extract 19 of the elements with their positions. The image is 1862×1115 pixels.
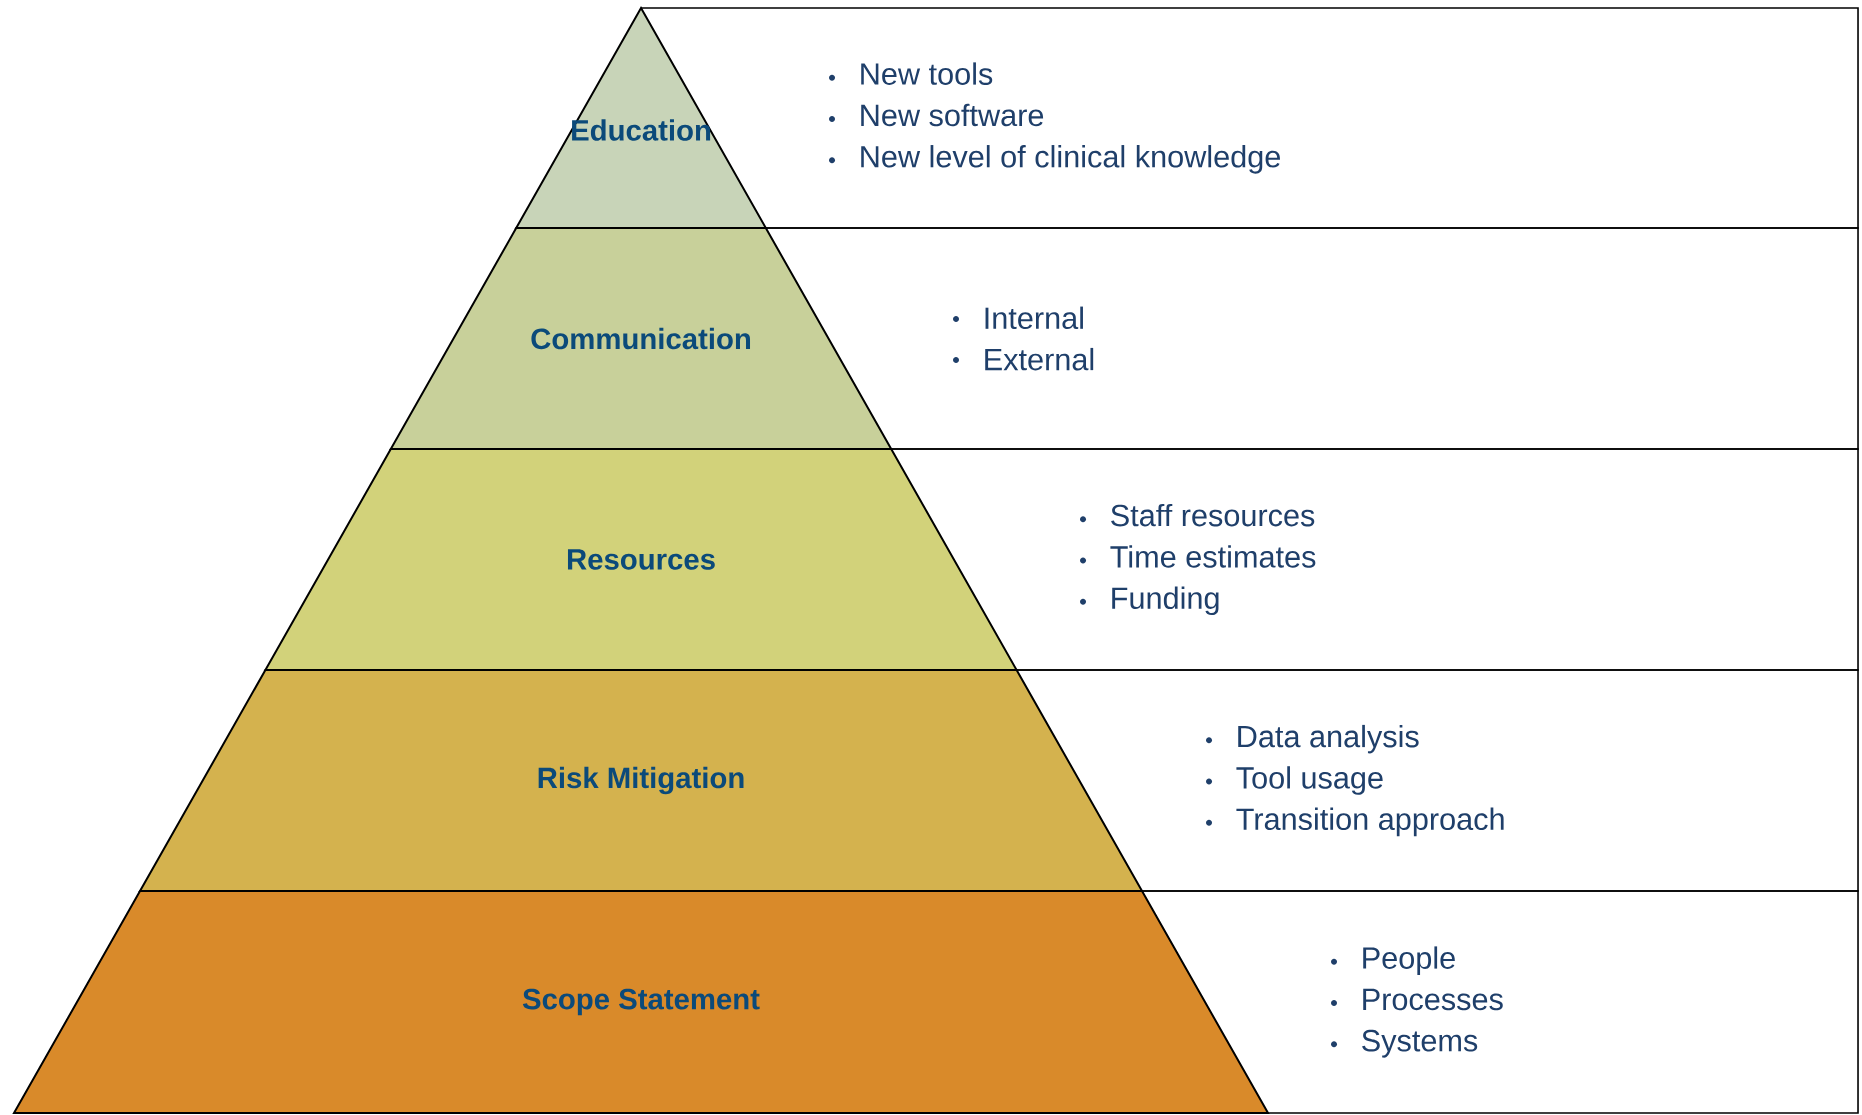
bullet-list-row: People Processes Systems (1141, 890, 1859, 1114)
node-label: Staff resources (1111, 503, 1315, 527)
node-label: People (1363, 946, 1455, 975)
node-label: Processes (1363, 988, 1503, 1011)
node-label: Funding (1112, 586, 1219, 616)
node-label: New level of clinical knowledge (861, 145, 1280, 174)
node-label: External (985, 347, 1094, 371)
bullet-list-row: Staff resources Time estimates Funding (890, 448, 1859, 671)
node-label: Internal (985, 306, 1083, 330)
bullet-list-row: Internal External (765, 227, 1859, 450)
pyramid-layer: Communication (389, 227, 893, 450)
node-label: Data analysis (1238, 724, 1419, 754)
node-label: New software (861, 103, 1044, 127)
node-label: Systems (1362, 1029, 1478, 1058)
node-label: Transition approach (1236, 807, 1504, 837)
node-label: Time estimates (1110, 545, 1316, 568)
bullet-list-row: Data analysis Tool usage Transition approach (1015, 669, 1859, 892)
node-label: New tools (861, 62, 993, 85)
node-label: Tool usage (1236, 766, 1383, 795)
